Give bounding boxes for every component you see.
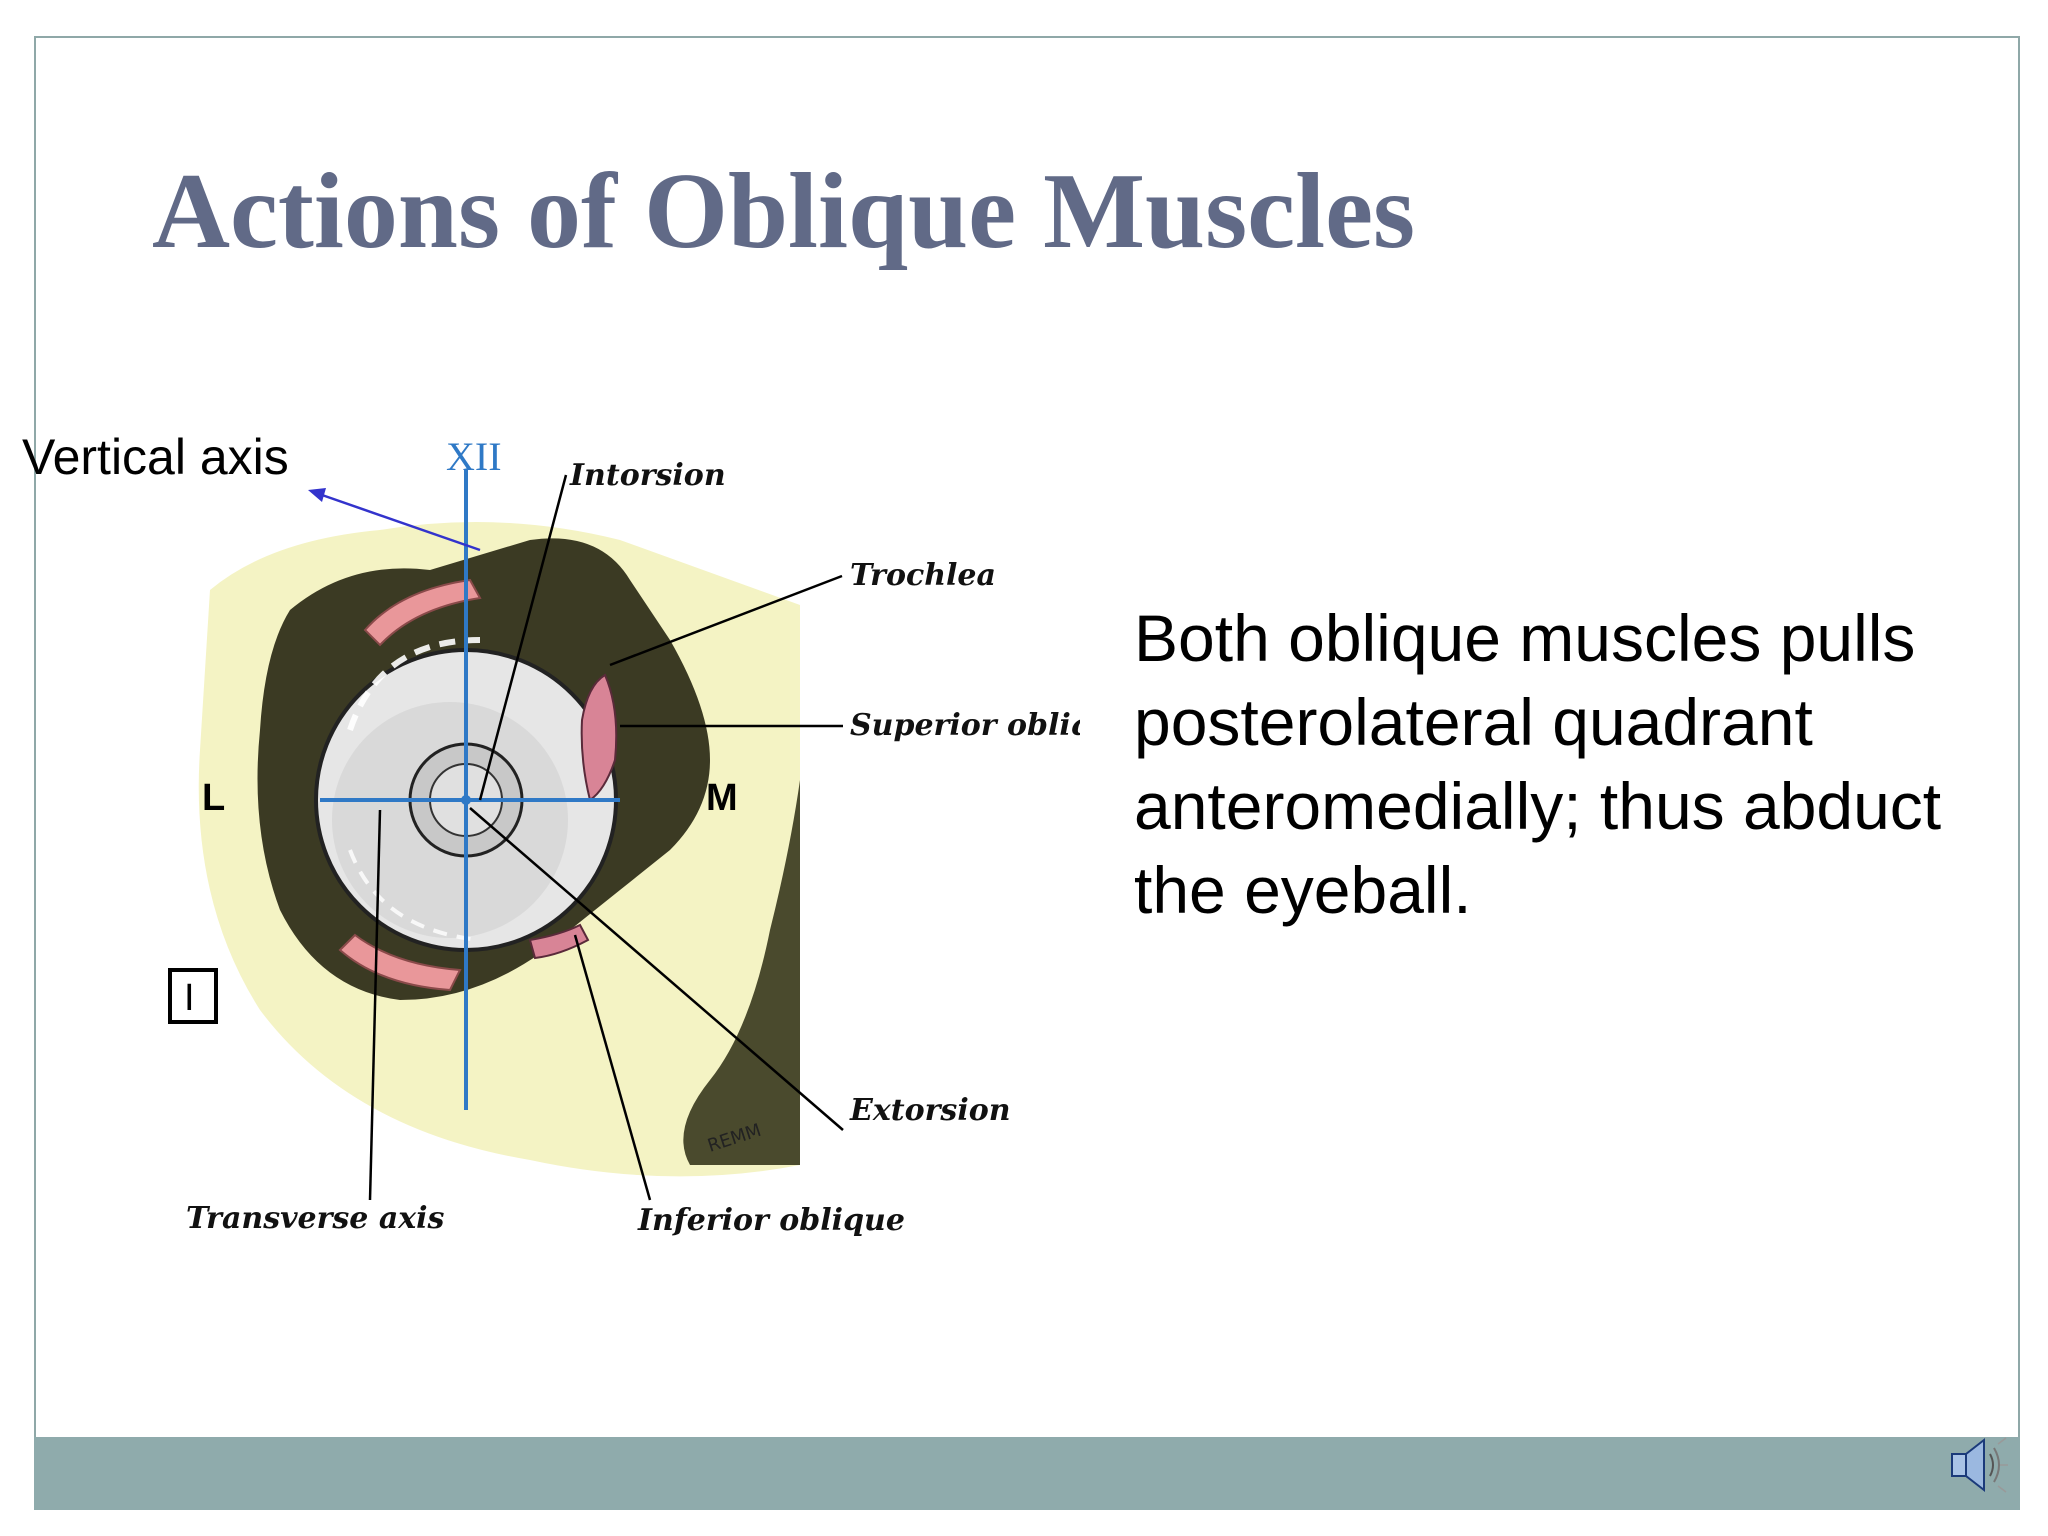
- vertical-axis-label: Vertical axis: [22, 429, 289, 485]
- label-intorsion: Intorsion: [569, 458, 726, 493]
- medial-label: M: [706, 777, 738, 819]
- axis-arrow: [321, 493, 481, 552]
- label-extorsion: Extorsion: [849, 1093, 1011, 1128]
- roman-i-box: [168, 968, 218, 1024]
- eye-diagram: XII I L M Intorsion Trochlea Superior ob…: [168, 434, 1080, 1238]
- speaker-icon[interactable]: [1948, 1430, 2010, 1500]
- lateral-label: L: [202, 777, 225, 819]
- superior-arrow: [363, 578, 482, 647]
- body-text: Both oblique muscles pulls posterolatera…: [1134, 601, 1942, 927]
- label-trochlea: Trochlea: [850, 558, 996, 593]
- label-inferior-oblique: Inferior oblique: [637, 1203, 905, 1238]
- footer-bar: [34, 1437, 2020, 1510]
- roman-i: I: [184, 977, 195, 1019]
- label-transverse-axis: Transverse axis: [186, 1201, 445, 1236]
- roman-xii: XII: [446, 434, 502, 479]
- label-superior-oblique: Superior oblique: [850, 708, 1080, 743]
- axis-arrowhead: [308, 488, 326, 502]
- slide-title: Actions of Oblique Muscles: [152, 152, 1416, 271]
